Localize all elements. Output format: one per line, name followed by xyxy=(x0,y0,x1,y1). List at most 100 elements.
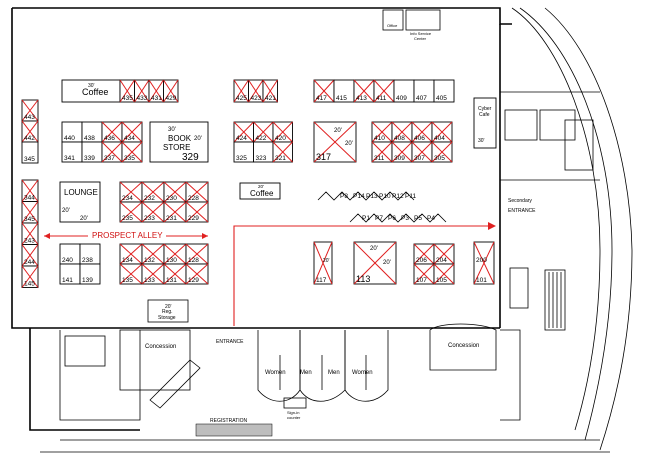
stall-P11: P11 xyxy=(405,193,416,200)
booth-number-240: 240 xyxy=(62,257,73,264)
crossout-mark xyxy=(141,201,165,223)
stall-P8: P8 xyxy=(340,193,348,200)
stall-P14: P14 xyxy=(353,193,365,200)
women-right-label: Women xyxy=(352,370,373,376)
men-left-label: Men xyxy=(300,370,312,376)
booth-number-417: 417 xyxy=(316,95,327,102)
info-label-b: Center xyxy=(414,36,427,41)
number-113: 113 xyxy=(356,274,370,284)
booth-number-141: 141 xyxy=(62,277,73,284)
lounge-size-a: 20' xyxy=(62,208,70,214)
crossout-mark xyxy=(119,181,143,203)
cyber-cafe-size: 30' xyxy=(478,138,485,144)
crossout-mark xyxy=(185,181,209,203)
booth-number-411: 411 xyxy=(376,95,387,102)
booth-405[interactable] xyxy=(433,79,455,103)
booth-number-443: 443 xyxy=(24,114,35,121)
book-store-label-b: STORE xyxy=(163,143,190,152)
booth-139[interactable] xyxy=(79,263,101,285)
booth-number-425: 425 xyxy=(236,95,247,102)
booth-number-228: 228 xyxy=(188,195,199,202)
crossout-mark xyxy=(119,201,143,223)
booth-number-131: 131 xyxy=(166,277,177,284)
booth-number-434: 434 xyxy=(124,135,135,142)
crossout-mark xyxy=(185,263,209,285)
crossout-mark xyxy=(431,141,453,163)
number-117: 117 xyxy=(316,277,327,284)
stall-P1: P1 xyxy=(362,215,370,222)
crossout-mark xyxy=(119,263,143,285)
booth-number-413: 413 xyxy=(356,95,367,102)
crossout-mark xyxy=(141,263,165,285)
cyber-cafe-label-a: Cyber xyxy=(478,106,492,112)
crossout-mark xyxy=(163,79,179,103)
size-113-b: 20' xyxy=(383,260,391,266)
booth-number-431: 431 xyxy=(151,95,162,102)
crossout-mark xyxy=(431,121,453,143)
booth-number-232: 232 xyxy=(144,195,155,202)
booth-number-233: 233 xyxy=(144,215,155,222)
stall-P7: P7 xyxy=(375,215,383,222)
booth-number-145: 145 xyxy=(24,281,35,288)
lounge-size-b: 20' xyxy=(80,216,88,222)
cyber-cafe-label-b: Cafe xyxy=(479,112,490,118)
booth-number-323: 323 xyxy=(256,155,267,162)
booth-number-436: 436 xyxy=(104,135,115,142)
stall-P13: P13 xyxy=(366,193,378,200)
crossout-mark xyxy=(373,79,395,103)
coffee-top-label: Coffee xyxy=(82,87,108,97)
booth-345[interactable] xyxy=(21,141,39,164)
booth-number-405: 405 xyxy=(436,95,447,102)
crossout-mark xyxy=(21,201,39,224)
booth-number-407: 407 xyxy=(416,95,427,102)
hall-walls xyxy=(11,7,633,451)
reg-storage-size: 20' xyxy=(165,304,172,310)
stall-P3: P3 xyxy=(401,215,409,222)
booth-number-345: 345 xyxy=(24,156,35,163)
booth-number-406: 406 xyxy=(414,135,425,142)
booth-number-311: 311 xyxy=(374,155,385,162)
booth-number-325: 325 xyxy=(236,155,247,162)
booth-number-238: 238 xyxy=(82,257,93,264)
concession-right-label: Concession xyxy=(448,343,479,349)
booth-number-132: 132 xyxy=(144,257,155,264)
book-store-size-b: 20' xyxy=(194,136,202,142)
coffee-mid-booth[interactable] xyxy=(239,182,281,200)
booth-number-438: 438 xyxy=(84,135,95,142)
booth-number-105: 105 xyxy=(436,277,447,284)
coffee-mid-size: 20' xyxy=(258,184,264,189)
booth-number-204: 204 xyxy=(436,257,447,264)
office-block: Office Info Service Center xyxy=(382,9,441,41)
crossout-mark xyxy=(272,121,293,143)
book-store-booth[interactable] xyxy=(149,121,209,163)
crossout-mark xyxy=(101,121,123,143)
crossout-mark xyxy=(121,121,143,143)
crossout-mark xyxy=(413,243,435,265)
coffee-mid-label: Coffee xyxy=(250,189,274,198)
crossout-mark xyxy=(371,141,393,163)
cyber-cafe-booth[interactable] xyxy=(473,97,497,149)
booth-number-424: 424 xyxy=(236,135,247,142)
crossout-mark xyxy=(433,263,455,285)
crossout-mark xyxy=(163,181,187,203)
size-113-a: 20' xyxy=(370,246,378,252)
number-101: 101 xyxy=(476,277,487,284)
lounge-booth[interactable] xyxy=(59,181,101,223)
registration-label: REGISTRATION xyxy=(210,418,248,424)
sign-in-label-a: Sign-in xyxy=(287,410,299,415)
booth-number-206: 206 xyxy=(416,257,427,264)
row-206-204: 206 204 xyxy=(413,243,455,265)
crossout-mark xyxy=(119,79,135,103)
